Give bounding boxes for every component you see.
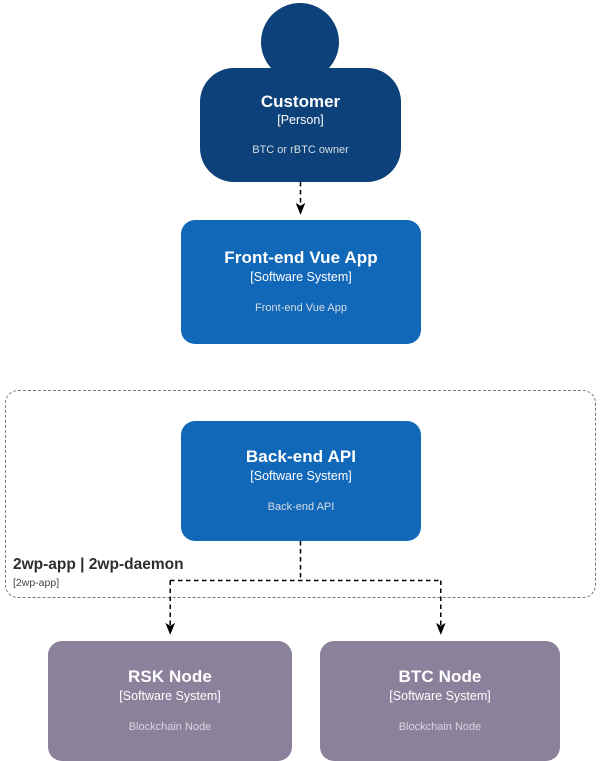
backend-type: [Software System] [250, 468, 352, 483]
customer-description: BTC or rBTC owner [252, 144, 349, 157]
rsk-node-description: Blockchain Node [128, 720, 212, 733]
node-customer[interactable]: Customer [Person] BTC or rBTC owner [200, 68, 401, 182]
boundary-2wp-app [5, 390, 596, 598]
frontend-description: Front-end Vue App [255, 301, 347, 314]
boundary-label: 2wp-app | 2wp-daemon [2wp-app] [13, 556, 313, 589]
frontend-type: [Software System] [250, 269, 352, 284]
frontend-name: Front-end Vue App [224, 248, 378, 268]
boundary-type: [2wp-app] [13, 576, 60, 589]
customer-type: [Person] [277, 113, 324, 128]
node-frontend-vue-app[interactable]: Front-end Vue App [Software System] Fron… [181, 220, 421, 344]
node-btc-node[interactable]: BTC Node [Software System] Blockchain No… [320, 641, 560, 761]
node-rsk-node[interactable]: RSK Node [Software System] Blockchain No… [48, 641, 292, 761]
rsk-node-type: [Software System] [119, 688, 221, 703]
boundary-name: 2wp-app | 2wp-daemon [13, 556, 184, 573]
btc-node-description: Blockchain Node [398, 720, 482, 733]
backend-description: Back-end API [267, 500, 335, 513]
btc-node-name: BTC Node [398, 667, 482, 687]
backend-name: Back-end API [245, 447, 357, 467]
node-backend-api[interactable]: Back-end API [Software System] Back-end … [181, 421, 421, 541]
customer-name: Customer [260, 91, 341, 111]
btc-node-type: [Software System] [389, 688, 491, 703]
rsk-node-name: RSK Node [128, 667, 212, 687]
